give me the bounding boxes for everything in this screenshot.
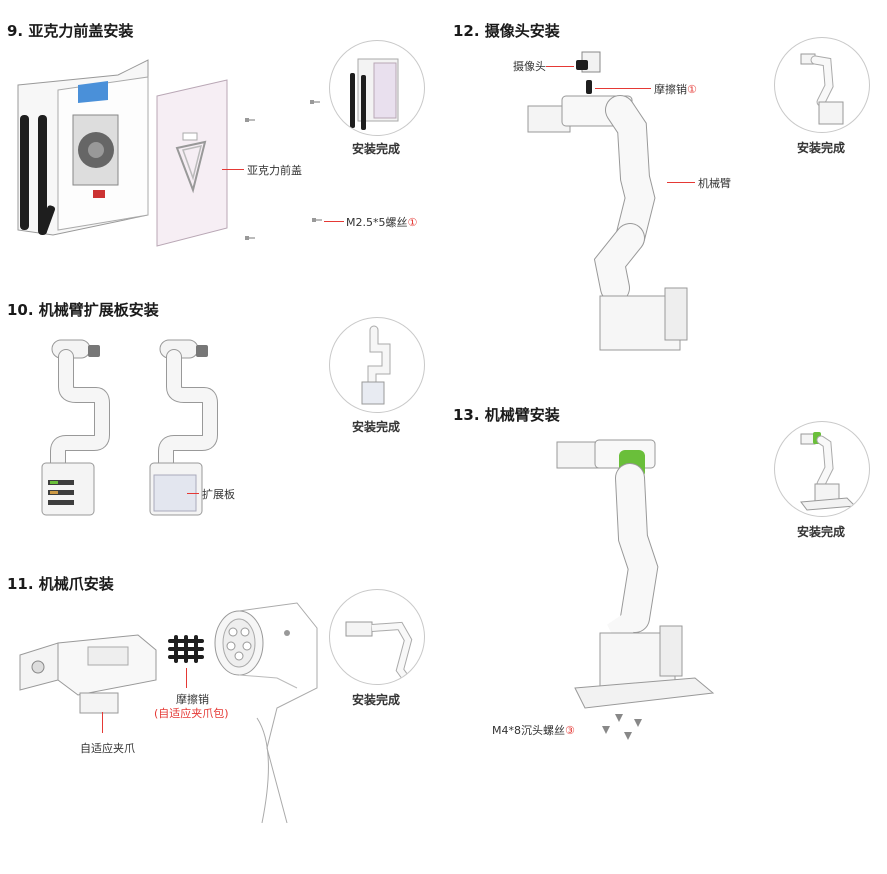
step-13-done-label: 安装完成 [797,523,845,540]
robot-arm-with-gripper-illustration [520,88,700,358]
completed-preview-circle [329,317,425,413]
leader-line [102,732,103,733]
screw-icon [624,732,632,740]
leader-line [186,668,187,688]
countersunk-screw-label: M4*8沉头螺丝③ [492,722,575,738]
step-13-title: 13. 机械臂安装 [453,404,560,425]
camera-label: 摄像头 [513,58,546,74]
step-10-done-label: 安装完成 [352,418,400,435]
completed-preview-circle [774,37,870,133]
completed-preview-circle [774,421,870,517]
screw-icon [615,714,623,722]
robot-arm-on-base-illustration [555,428,715,723]
screw-icon [310,98,320,106]
screw-count: ① [407,216,417,229]
robot-arm-end-illustration [207,598,327,823]
completed-preview-circle [329,40,425,136]
screw-icon [245,234,255,242]
countersunk-screw-count: ③ [565,724,575,737]
screw-icon [245,116,255,124]
camera-illustration [576,50,604,76]
step-12-title: 12. 摄像头安装 [453,20,560,41]
adaptive-gripper-label: 自适应夹爪 [80,740,135,756]
leader-line [187,493,199,494]
step-12-done-label: 安装完成 [797,139,845,156]
leader-line [222,169,244,170]
friction-pins-illustration [166,633,206,667]
enclosure-box-illustration [8,55,158,245]
robot-arm-illustration [38,335,113,520]
countersunk-screw-label-text: M4*8沉头螺丝 [492,724,565,737]
acrylic-cover-label: 亚克力前盖 [247,162,302,178]
screw-icon [634,719,642,727]
adaptive-gripper-illustration [18,625,158,715]
completed-preview-circle [329,589,425,685]
step-11-title: 11. 机械爪安装 [7,573,114,594]
screw-icon [602,726,610,734]
screw-icon [312,216,322,224]
robot-arm-label: 机械臂 [698,175,731,191]
step-9-title: 9. 亚克力前盖安装 [7,20,133,41]
step-11-done-label: 安装完成 [352,691,400,708]
acrylic-front-cover-illustration [155,78,235,248]
leader-line [546,66,574,67]
step-9-done-label: 安装完成 [352,140,400,157]
screw-label: M2.5*5螺丝① [346,214,417,230]
expansion-board-label: 扩展板 [202,486,235,502]
leader-line [667,182,695,183]
leader-line [324,221,344,222]
screw-label-text: M2.5*5螺丝 [346,216,407,229]
step-10-title: 10. 机械臂扩展板安装 [7,299,159,320]
leader-line [102,712,103,732]
